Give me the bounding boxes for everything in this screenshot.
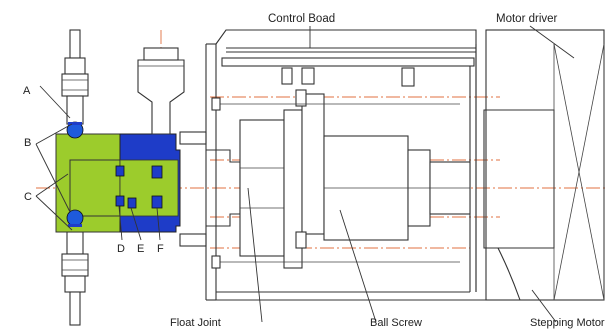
pump-head [55, 121, 181, 233]
stepping-motor [475, 44, 560, 301]
priming-port [137, 47, 185, 135]
seal-d [115, 195, 125, 207]
upper-check-valve [61, 29, 89, 125]
control-board [226, 47, 476, 87]
lower-check-valve [61, 231, 89, 326]
motor-driver [485, 29, 605, 301]
label-c: C [24, 191, 32, 203]
leader-lines [35, 25, 575, 323]
label-d: D [117, 243, 125, 255]
label-stepping-motor: Stepping Motor [530, 317, 605, 329]
lower-check-ball [66, 209, 84, 227]
seal-f [151, 195, 163, 209]
label-b: B [24, 137, 31, 149]
label-ball-screw: Ball Screw [370, 317, 422, 329]
mount-flange [179, 43, 217, 301]
label-e: E [137, 243, 144, 255]
label-a: A [23, 85, 31, 97]
ball-screw [295, 89, 471, 249]
labels: A B C D E F Control Boad Motor driver Fl… [23, 13, 605, 329]
seal-e [127, 197, 137, 209]
label-control-board: Control Boad [268, 13, 335, 25]
label-float-joint: Float Joint [170, 317, 221, 329]
label-f: F [157, 243, 164, 255]
label-motor-driver: Motor driver [496, 13, 558, 25]
guide-rods [211, 97, 460, 269]
